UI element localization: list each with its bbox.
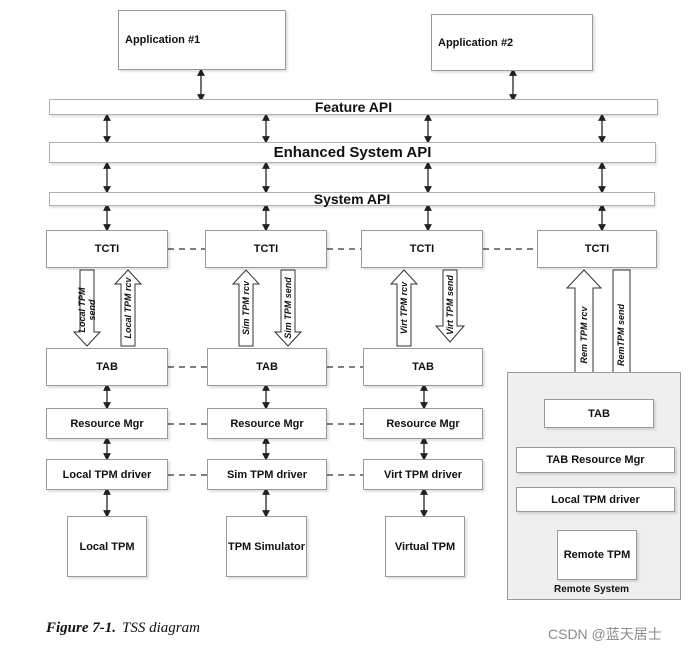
remote-local-tpm-driver-label: Local TPM driver bbox=[551, 493, 640, 506]
sim-rcv-arrow bbox=[231, 269, 261, 347]
tcti-sim-label: TCTI bbox=[253, 243, 279, 255]
tab-virt-box: TAB bbox=[363, 348, 483, 386]
tcti-virt-box: TCTI bbox=[361, 230, 483, 268]
remote-local-tpm-driver-box: Local TPM driver bbox=[516, 487, 675, 512]
virt-tpm-driver-label: Virt TPM driver bbox=[383, 468, 463, 481]
application-1-box: Application #1 bbox=[118, 10, 286, 70]
virtual-tpm-label: Virtual TPM bbox=[394, 540, 456, 553]
application-2-label: Application #2 bbox=[438, 36, 514, 49]
tab-resource-mgr-remote-box: TAB Resource Mgr bbox=[516, 447, 675, 473]
tab-local-label: TAB bbox=[96, 361, 118, 373]
local-rcv-arrow bbox=[113, 269, 143, 347]
resource-mgr-virt-label: Resource Mgr bbox=[386, 417, 460, 430]
figure-title: TSS diagram bbox=[122, 620, 200, 636]
local-rcv-label: Local TPM rcv bbox=[123, 277, 133, 339]
tcti-remote-label: TCTI bbox=[584, 243, 610, 255]
tpm-simulator-box: TPM Simulator bbox=[226, 516, 307, 577]
tab-virt-label: TAB bbox=[412, 361, 434, 373]
application-2-box: Application #2 bbox=[431, 14, 593, 71]
tcti-local-label: TCTI bbox=[94, 243, 120, 255]
resource-mgr-sim-box: Resource Mgr bbox=[207, 408, 327, 439]
remote-rcv-label: Rem TPM rcv bbox=[579, 306, 589, 364]
sim-tpm-driver-box: Sim TPM driver bbox=[207, 459, 327, 490]
tab-remote-label: TAB bbox=[588, 407, 610, 420]
resource-mgr-local-box: Resource Mgr bbox=[46, 408, 168, 439]
tcti-sim-box: TCTI bbox=[205, 230, 327, 268]
tcti-virt-label: TCTI bbox=[409, 243, 435, 255]
enhanced-system-api-label: Enhanced System API bbox=[273, 144, 432, 161]
application-1-label: Application #1 bbox=[125, 34, 201, 46]
local-tpm-label: Local TPM bbox=[79, 540, 135, 553]
local-send-label: Local TPM send bbox=[77, 287, 97, 333]
virt-tpm-driver-box: Virt TPM driver bbox=[363, 459, 483, 490]
virt-rcv-arrow bbox=[389, 269, 419, 347]
local-tpm-driver-label: Local TPM driver bbox=[62, 468, 152, 481]
tab-sim-box: TAB bbox=[207, 348, 327, 386]
virt-send-label: Virt TPM send bbox=[445, 275, 455, 335]
virt-send-arrow bbox=[434, 269, 466, 343]
remote-tpm-label: Remote TPM bbox=[563, 549, 631, 561]
tab-sim-label: TAB bbox=[256, 361, 278, 373]
tcti-remote-box: TCTI bbox=[537, 230, 657, 268]
sim-rcv-label: Sim TPM rcv bbox=[241, 280, 251, 336]
virt-rcv-label: Virt TPM rcv bbox=[399, 281, 409, 335]
local-tpm-box: Local TPM bbox=[67, 516, 147, 577]
figure-caption: Figure 7-1. TSS diagram bbox=[46, 620, 200, 637]
enhanced-system-api-bar: Enhanced System API bbox=[49, 142, 656, 163]
remote-tpm-box: Remote TPM bbox=[557, 530, 637, 580]
resource-mgr-local-label: Resource Mgr bbox=[70, 417, 144, 430]
local-send-arrow bbox=[72, 269, 102, 347]
resource-mgr-virt-box: Resource Mgr bbox=[363, 408, 483, 439]
tpm-simulator-label: TPM Simulator bbox=[227, 540, 305, 553]
tab-resource-mgr-remote-label: TAB Resource Mgr bbox=[546, 454, 645, 466]
virtual-tpm-box: Virtual TPM bbox=[385, 516, 465, 577]
sim-send-arrow bbox=[273, 269, 303, 347]
tab-remote-box: TAB bbox=[544, 399, 654, 428]
system-api-bar: System API bbox=[49, 191, 655, 207]
feature-api-label: Feature API bbox=[314, 99, 393, 115]
local-tpm-driver-box: Local TPM driver bbox=[46, 459, 168, 490]
figure-number: Figure 7-1. bbox=[46, 620, 117, 636]
sim-send-label: Sim TPM send bbox=[283, 277, 293, 339]
remote-system-label: Remote System bbox=[554, 584, 630, 595]
sim-tpm-driver-label: Sim TPM driver bbox=[226, 468, 308, 481]
feature-api-bar: Feature API bbox=[49, 99, 658, 115]
remote-send-label: RemTPM send bbox=[616, 304, 626, 367]
tcti-local-box: TCTI bbox=[46, 230, 168, 268]
system-api-label: System API bbox=[313, 191, 391, 207]
watermark: CSDN @蓝天居士 bbox=[548, 626, 662, 642]
resource-mgr-sim-label: Resource Mgr bbox=[230, 417, 304, 430]
tab-local-box: TAB bbox=[46, 348, 168, 386]
